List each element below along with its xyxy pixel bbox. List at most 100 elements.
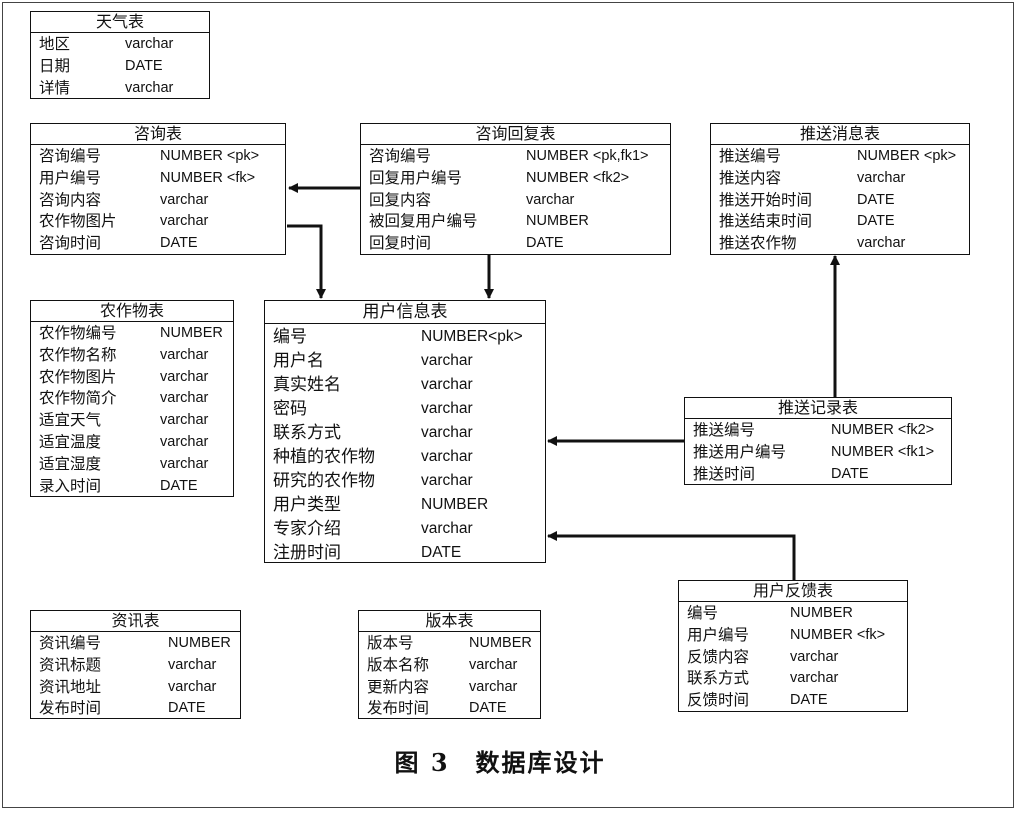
table-title: 推送记录表 (685, 398, 951, 419)
field-name: 推送内容 (719, 168, 782, 187)
field-name: 回复用户编号 (369, 168, 463, 187)
field-name: 农作物名称 (39, 345, 117, 364)
field-type: DATE (421, 544, 462, 561)
field-type: NUMBER <pk> (160, 148, 260, 164)
field-name: 适宜湿度 (39, 454, 102, 473)
field-type: DATE (831, 465, 869, 482)
field-type: NUMBER <fk> (160, 169, 256, 186)
field-type: varchar (790, 670, 839, 687)
field-name: 推送用户编号 (693, 442, 787, 461)
field-type: NUMBER (160, 325, 223, 341)
field-type: NUMBER <fk1> (831, 443, 935, 460)
table-row: 真实姓名 varchar (273, 373, 545, 397)
arrow-feedback-to-user (547, 531, 796, 580)
field-name: 研究的农作物 (273, 471, 375, 491)
table-row: 适宜湿度 varchar (39, 454, 233, 476)
field-type: varchar (469, 678, 518, 695)
field-name: 专家介绍 (273, 519, 341, 539)
field-name: 版本名称 (367, 655, 430, 674)
field-name: 反馈内容 (687, 647, 750, 666)
field-name: 编号 (273, 327, 307, 347)
table-row: 推送用户编号 NUMBER <fk1> (693, 442, 951, 464)
field-name: 咨询内容 (39, 190, 102, 209)
field-name: 种植的农作物 (273, 447, 375, 467)
field-name: 资讯标题 (39, 655, 102, 674)
field-type: varchar (160, 455, 209, 472)
field-name: 推送编号 (693, 421, 756, 439)
field-type: varchar (125, 36, 174, 52)
field-name: 联系方式 (273, 423, 341, 443)
field-name: 被回复用户编号 (369, 212, 478, 231)
field-name: 推送时间 (693, 464, 756, 483)
field-type: varchar (125, 79, 174, 96)
field-name: 适宜温度 (39, 432, 102, 451)
field-name: 用户类型 (273, 495, 341, 515)
field-type: varchar (421, 400, 473, 417)
field-type: DATE (160, 477, 198, 494)
field-type: varchar (421, 520, 473, 537)
field-type: varchar (790, 648, 839, 665)
field-type: DATE (168, 700, 206, 717)
field-name: 注册时间 (273, 543, 341, 563)
field-name: 用户编号 (687, 625, 750, 644)
field-type: NUMBER <pk,fk1> (526, 148, 649, 164)
field-type: DATE (526, 235, 564, 252)
field-name: 适宜天气 (39, 411, 102, 430)
table-row: 推送时间 DATE (693, 464, 951, 486)
field-name: 密码 (273, 399, 307, 419)
field-name: 资讯地址 (39, 677, 102, 696)
field-type: NUMBER <fk> (790, 626, 886, 643)
field-name: 推送结束时间 (719, 212, 813, 231)
table-row: 反馈内容 varchar (687, 647, 907, 669)
table-row: 联系方式 varchar (273, 421, 545, 445)
field-type: NUMBER (790, 605, 853, 621)
field-name: 资讯编号 (39, 634, 102, 652)
field-type: varchar (421, 424, 473, 441)
field-type: varchar (421, 472, 473, 489)
field-name: 地区 (39, 35, 71, 53)
field-name: 更新内容 (367, 677, 430, 696)
field-name: 用户编号 (39, 168, 102, 187)
field-name: 推送开始时间 (719, 190, 813, 209)
field-name: 编号 (687, 604, 719, 622)
field-type: varchar (160, 368, 209, 385)
field-type: DATE (125, 57, 163, 74)
table-row: 更新内容 varchar (367, 677, 540, 699)
field-type: varchar (421, 376, 473, 393)
field-name: 咨询时间 (39, 234, 102, 253)
table-title: 版本表 (359, 611, 540, 632)
field-type: NUMBER <fk2> (526, 169, 630, 186)
field-type: DATE (790, 692, 828, 709)
field-name: 农作物图片 (39, 212, 117, 231)
field-name: 真实姓名 (273, 375, 341, 395)
